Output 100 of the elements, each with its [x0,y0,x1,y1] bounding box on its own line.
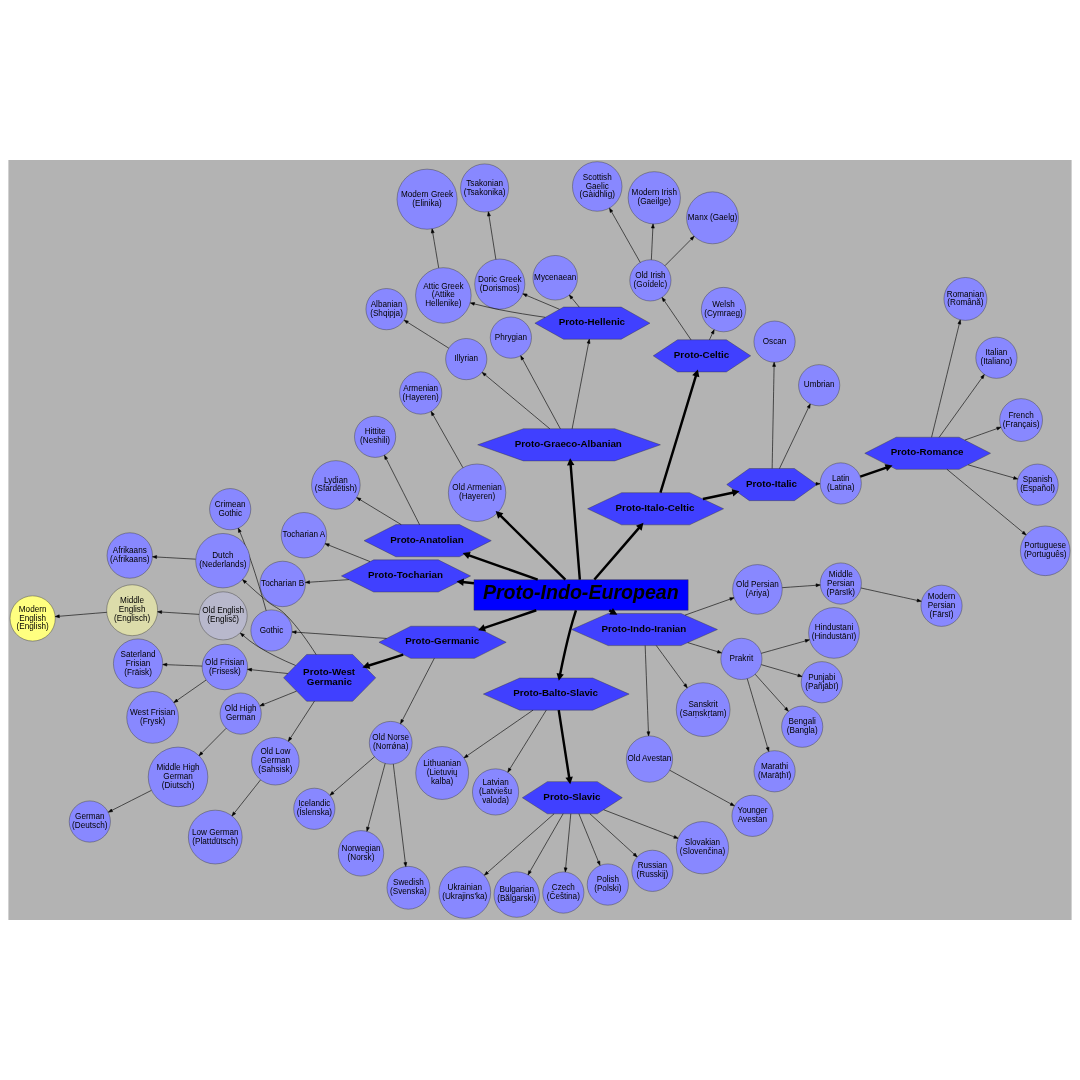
arrow [967,464,1018,480]
arrow [108,790,152,813]
arrow [687,642,722,654]
arrow [659,369,700,494]
arrow [754,674,789,712]
arrow [305,579,350,584]
arrow [430,411,464,468]
node-circle: Latin (Latina) [819,462,862,505]
arrow [463,709,534,759]
node-circle: Oscan [753,320,796,363]
arrow [462,551,539,581]
node-circle: Swedish (Svenska) [386,866,430,910]
arrow [661,297,692,341]
node-circle: Tocharian A [281,512,327,559]
arrow [644,645,651,737]
arrow [938,374,985,438]
arrow [487,211,497,260]
node-circle: Welsh (Cymraeg) [701,287,746,332]
node-circle: Middle English (Englisch) [106,584,158,636]
node-circle: Marathi (Marāṭhī) [753,750,796,793]
arrow [684,597,735,616]
arrow [760,639,810,654]
arrow [771,362,776,469]
node-circle: Middle High German (Diutsch) [148,746,209,807]
node-circle: French (Français) [999,398,1043,442]
node-circle: Spanish (Español) [1016,463,1059,506]
arrow [242,579,317,655]
arrow [761,664,803,678]
arrow [495,511,567,581]
arrow [400,658,435,725]
arrow [198,727,227,756]
arrow [240,632,296,666]
arrow [669,769,735,807]
node-circle: Crimean Gothic [209,488,251,530]
arrow [157,610,200,615]
arrow [291,630,387,639]
node-circle: Norwegian (Norsk) [338,830,384,877]
node-circle: Modern English (English) [9,595,56,642]
arrow [329,756,375,796]
arrow [247,668,289,674]
arrow [609,207,641,263]
arrow [931,319,961,438]
node-circle: Old Frisian (Frisesk) [201,644,248,690]
arrow [481,372,551,430]
node-circle: Old Avestan [626,735,673,783]
arrow [651,223,655,261]
node-circle: Tsakonian (Tsakonika) [460,163,509,213]
node-circle: Prakrit [720,638,763,680]
arrow [231,779,261,817]
arrow [746,678,770,752]
node-circle: Old High German [219,692,262,735]
arrow [470,302,546,318]
arrow [781,583,821,588]
arrow [54,612,108,618]
node-circle: Gothic [250,609,293,652]
node-circle: Saterland Frisian (Fräisk) [113,638,163,689]
arrow [431,228,439,269]
node-circle: Modern Greek (Elinika) [396,168,458,230]
arrow [557,710,573,785]
arrow [527,813,564,876]
arrow [569,294,580,308]
arrow [589,813,638,858]
arrow [946,468,1027,536]
arrow [520,355,561,430]
arrow [324,543,371,562]
arrow [152,555,196,560]
arrow [563,813,572,873]
arrow [571,338,591,430]
node-circle: Czech (Čeština) [542,871,585,914]
arrow [362,653,404,669]
arrow [162,662,203,667]
arrow [522,293,560,310]
node-circle: Middle Persian (Pārsīk) [820,562,862,605]
arrow [664,236,695,267]
arrow [366,763,386,832]
arrow [356,497,402,525]
arrow [860,587,922,603]
node-circle: Attic Greek (Attike Hellenike) [415,267,472,324]
node-circle: Old Persian (Ariya) [732,564,783,615]
arrow [603,809,679,839]
arrow [593,522,644,581]
arrow [964,426,1002,441]
node-circle: Modern Persian (Fārsī) [920,584,963,627]
arrow [288,700,315,742]
arrow [702,489,740,501]
arrow [709,329,715,341]
arrow [507,709,547,773]
arrow [478,609,537,632]
node-circle: Punjabi (Pañjābī) [801,661,843,704]
arrow [556,610,578,681]
node-circle: Dutch (Nederlands) [195,533,251,589]
node-circle: Polish (Polski) [587,863,629,906]
arrow [566,458,582,580]
arrow [384,454,420,525]
arrow [779,403,811,469]
arrow [578,813,601,866]
arrow [393,763,408,867]
node-circle: Romanian (Română) [943,277,988,321]
arrow [173,679,207,703]
node-circle: Afrikaans (Afrikaans) [106,532,153,579]
